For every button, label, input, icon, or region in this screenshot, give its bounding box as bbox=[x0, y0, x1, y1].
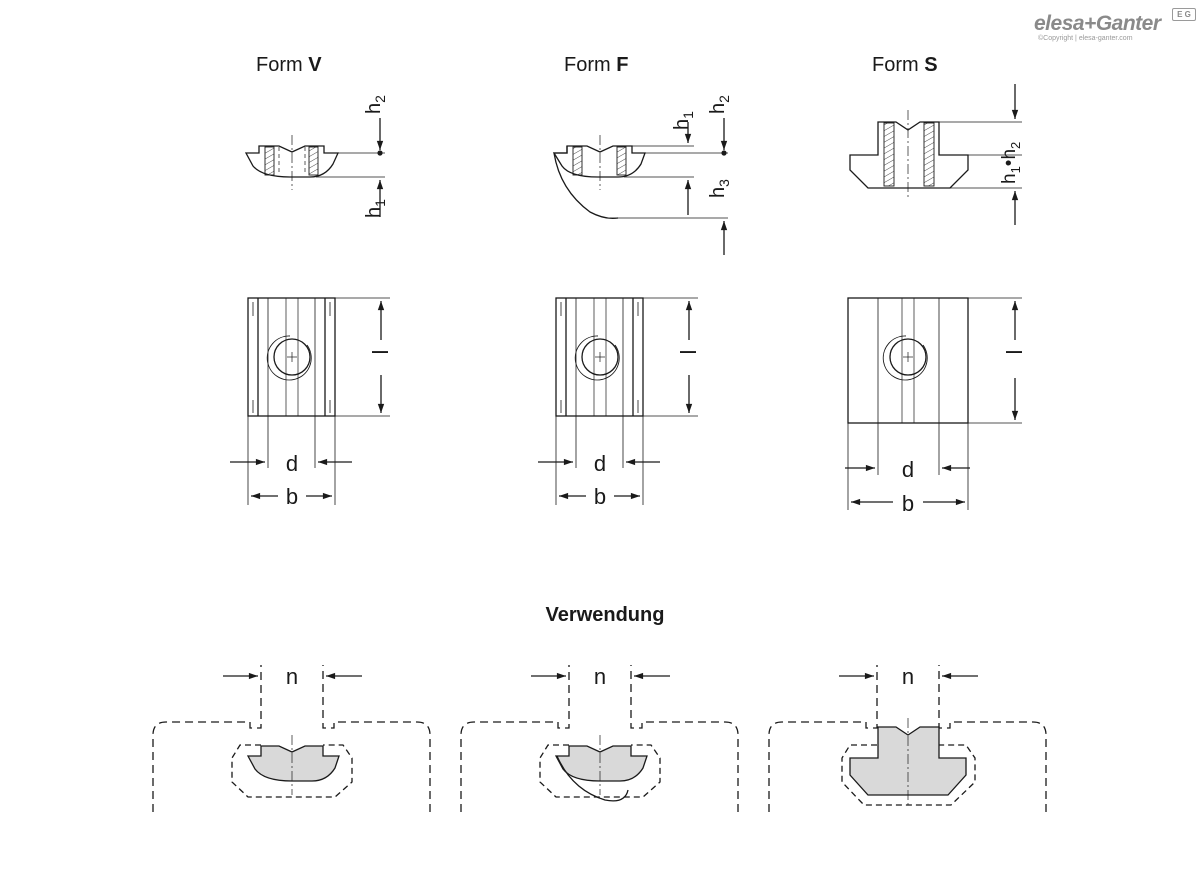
form-f-side-view bbox=[552, 118, 728, 255]
usage-f-slot bbox=[460, 665, 739, 812]
usage-s-n-label: n bbox=[902, 664, 914, 689]
form-f-h2-label: h2 bbox=[707, 95, 732, 114]
form-v-b-label: b bbox=[286, 484, 298, 509]
form-v-h1-label: h1 bbox=[363, 199, 388, 218]
form-f-title: Form F bbox=[564, 54, 628, 76]
form-v-d-label: d bbox=[286, 451, 298, 476]
usage-v-slot bbox=[152, 665, 431, 812]
form-s-title: Form S bbox=[872, 54, 938, 76]
form-v-side-view bbox=[244, 118, 385, 217]
form-v-title: Form V bbox=[256, 54, 322, 76]
form-s-h1h2-label: h1•h2 bbox=[999, 142, 1023, 184]
form-s-side-view bbox=[849, 84, 1022, 225]
logo-copyright: ©Copyright | elesa-ganter.com bbox=[1038, 35, 1133, 42]
form-f-l-label: l bbox=[676, 350, 701, 355]
form-s-d-label: d bbox=[902, 457, 914, 482]
form-v-l-label: l bbox=[368, 350, 393, 355]
form-s-l-label: l bbox=[1002, 350, 1027, 355]
form-f-d-label: d bbox=[594, 451, 606, 476]
form-f-b-label: b bbox=[594, 484, 606, 509]
form-v-h2-label: h2 bbox=[363, 95, 388, 114]
form-f-h3-label: h3 bbox=[707, 179, 732, 198]
form-s-b-label: b bbox=[902, 491, 914, 516]
usage-f-n-label: n bbox=[594, 664, 606, 689]
usage-v-n-label: n bbox=[286, 664, 298, 689]
form-s-top-view bbox=[845, 297, 1022, 510]
form-v-top-view bbox=[230, 297, 390, 505]
form-f-h1-label: h1 bbox=[671, 111, 696, 130]
usage-s-slot bbox=[768, 665, 1047, 812]
elesa-ganter-logo: elesa+Ganter ©Copyright | elesa-ganter.c… bbox=[1034, 8, 1196, 42]
logo-badge: E G bbox=[1172, 8, 1196, 21]
logo-brand: elesa+Ganter bbox=[1034, 12, 1161, 35]
form-f-top-view bbox=[538, 297, 698, 505]
usage-title: Verwendung bbox=[546, 604, 665, 626]
